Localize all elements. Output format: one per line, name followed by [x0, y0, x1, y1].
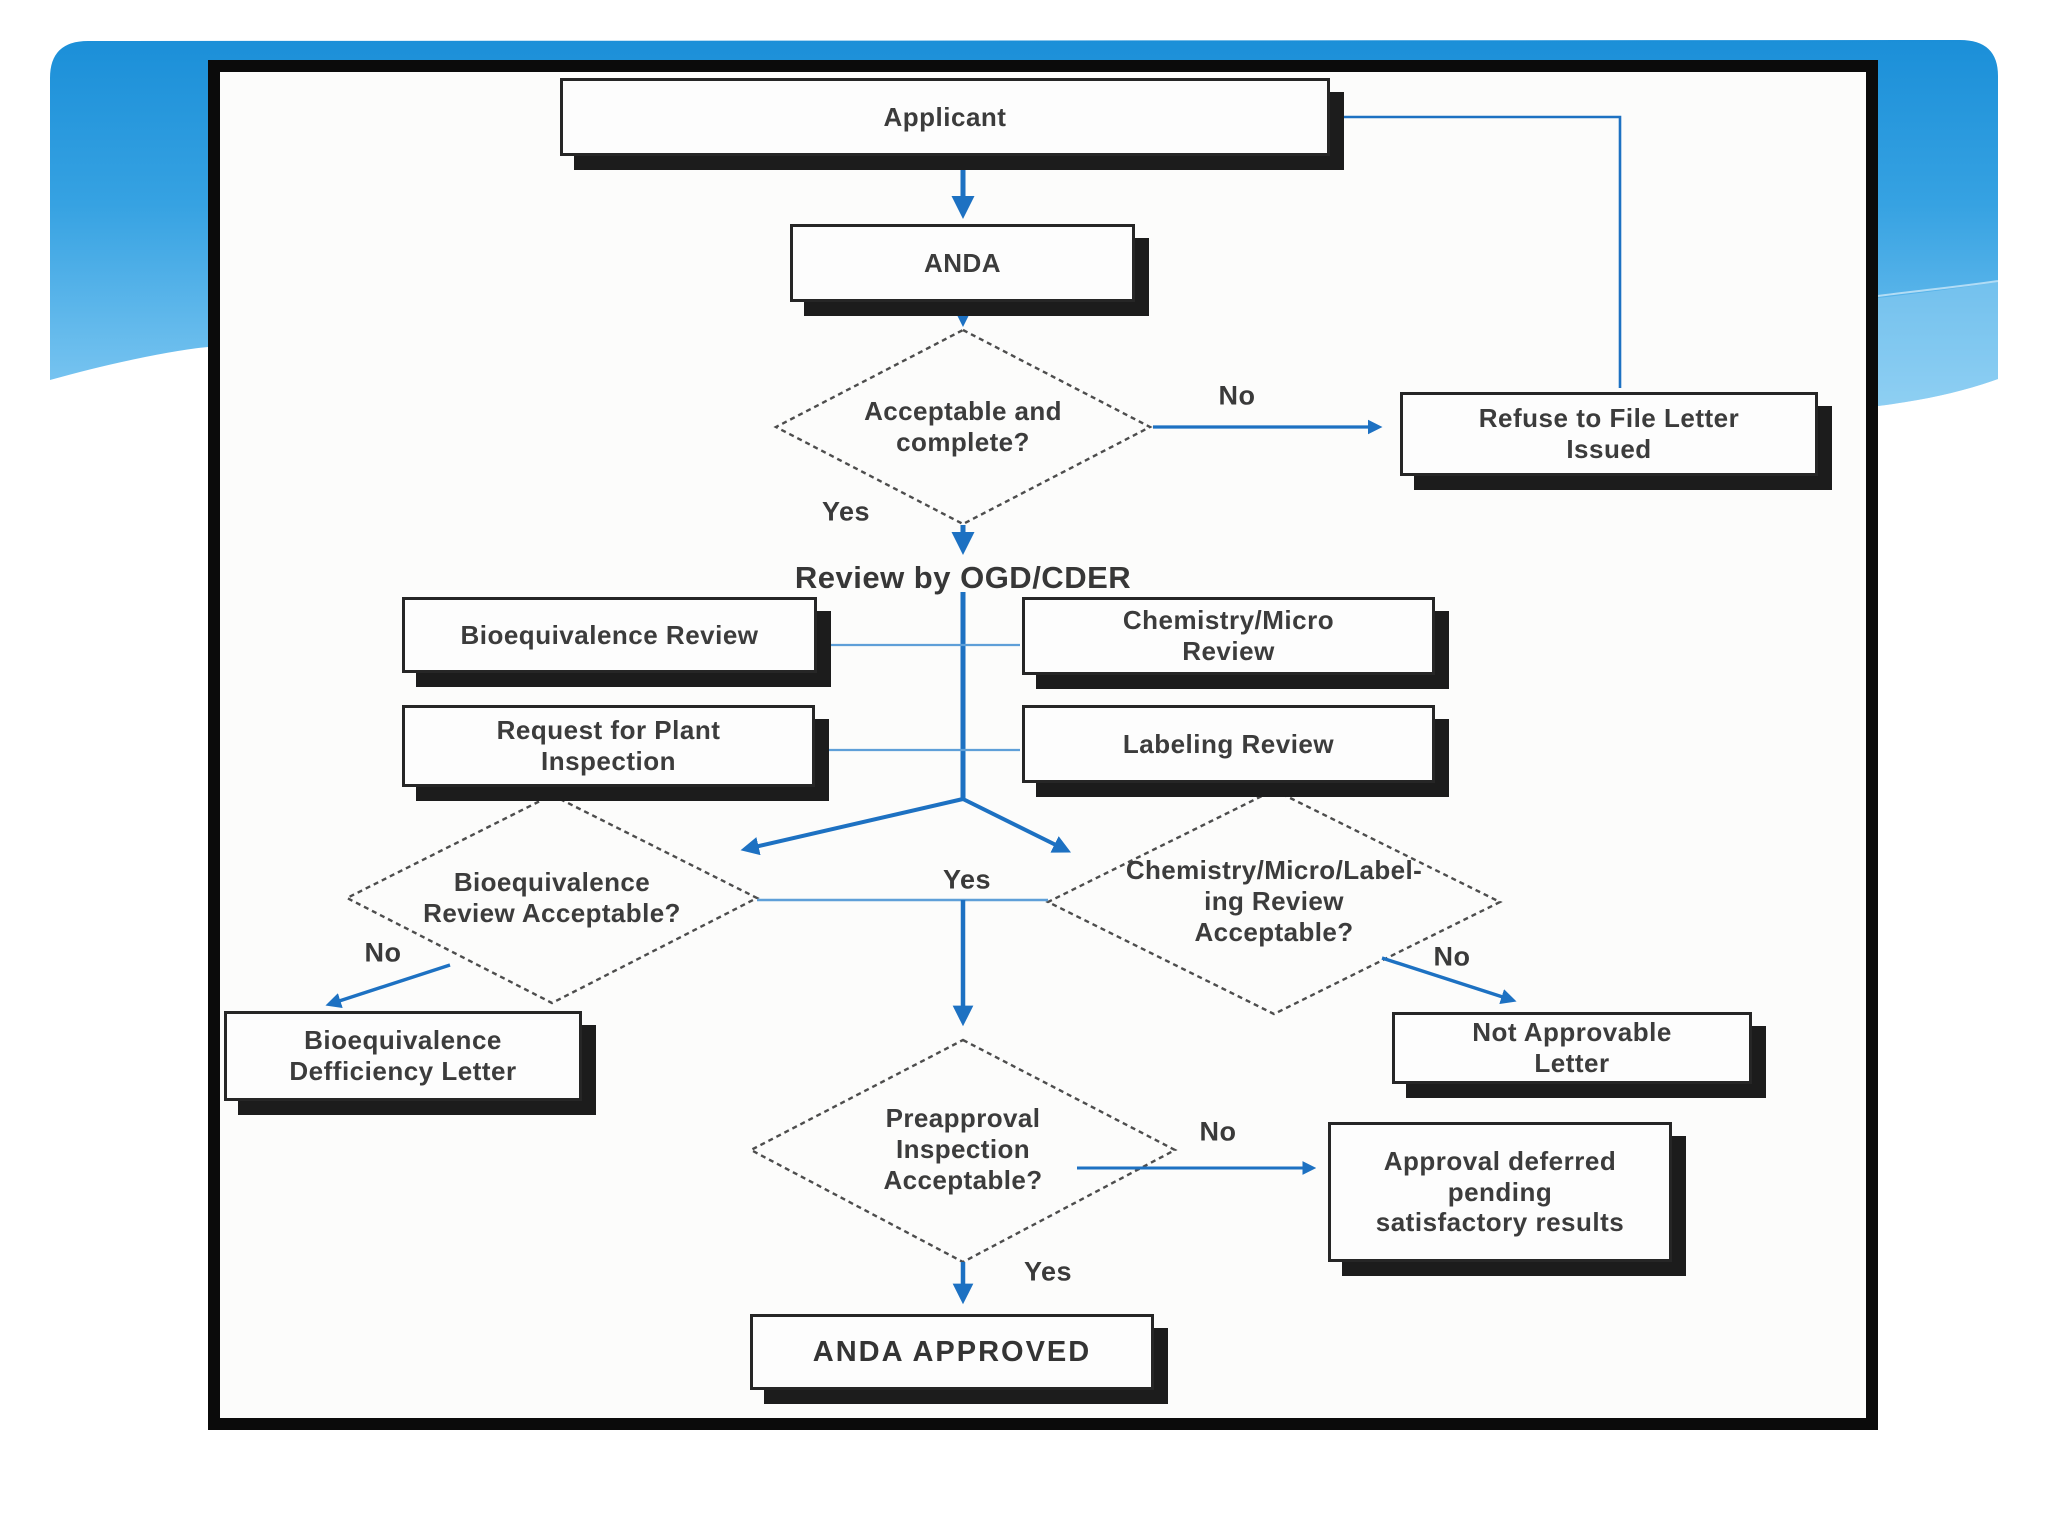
node-refuse-to-file: Refuse to File Letter Issued: [1400, 392, 1818, 476]
edge-label-no-bio: No: [364, 937, 402, 968]
edge-label-no-preapproval: No: [1199, 1116, 1237, 1147]
node-anda-approved: ANDA APPROVED: [750, 1314, 1154, 1390]
node-plant-inspection-request-label: Request for Plant Inspection: [496, 715, 721, 776]
node-labeling-review: Labeling Review: [1022, 705, 1435, 783]
review-by-ogd-cder-label: Review by OGD/CDER: [794, 560, 1132, 595]
edge-label-no-refuse: No: [1218, 380, 1256, 411]
ribbon-highlight: [1878, 282, 1998, 406]
ribbon-seam-line: [1877, 280, 1999, 297]
node-anda-approved-label: ANDA APPROVED: [812, 1335, 1092, 1368]
node-not-approvable-letter: Not Approvable Letter: [1392, 1012, 1752, 1084]
node-approval-deferred-label: Approval deferred pending satisfactory r…: [1375, 1145, 1625, 1238]
node-applicant-label: Applicant: [883, 101, 1007, 132]
node-bio-deficiency-letter: Bioequivalence Defficiency Letter: [224, 1011, 582, 1101]
decision-bio-acceptable-label: Bioequivalence Review Acceptable?: [423, 866, 681, 928]
edge-label-yes-approved: Yes: [1023, 1256, 1073, 1287]
decision-preapproval-label: Preapproval Inspection Acceptable?: [883, 1103, 1043, 1196]
node-anda: ANDA: [790, 224, 1135, 302]
node-bio-deficiency-letter-label: Bioequivalence Defficiency Letter: [289, 1025, 517, 1086]
edge-label-no-chem: No: [1433, 941, 1471, 972]
decision-chem-acceptable-label: Chemistry/Micro/Label- ing Review Accept…: [1125, 855, 1423, 948]
node-chemistry-micro-review-label: Chemistry/Micro Review: [1122, 605, 1335, 666]
edge-label-yes-center: Yes: [942, 864, 992, 895]
node-bioequivalence-review-label: Bioequivalence Review: [460, 619, 759, 650]
decision-acceptable-complete-label: Acceptable and complete?: [864, 395, 1062, 457]
node-applicant: Applicant: [560, 78, 1330, 156]
node-refuse-to-file-label: Refuse to File Letter Issued: [1478, 403, 1740, 464]
node-bioequivalence-review: Bioequivalence Review: [402, 597, 817, 673]
node-not-approvable-letter-label: Not Approvable Letter: [1472, 1017, 1672, 1078]
node-chemistry-micro-review: Chemistry/Micro Review: [1022, 597, 1435, 675]
node-labeling-review-label: Labeling Review: [1122, 728, 1335, 759]
node-approval-deferred: Approval deferred pending satisfactory r…: [1328, 1122, 1672, 1262]
node-anda-label: ANDA: [923, 247, 1002, 278]
edge-label-yes-review: Yes: [821, 496, 871, 527]
node-plant-inspection-request: Request for Plant Inspection: [402, 705, 815, 787]
